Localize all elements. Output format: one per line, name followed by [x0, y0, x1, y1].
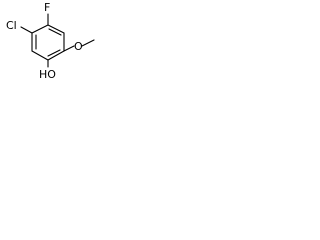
fluorine-label: F	[44, 1, 50, 14]
methoxy-oxygen-label: O	[74, 40, 83, 53]
hydroxyl-label: HO	[39, 68, 56, 81]
ring-bond-bottom-right	[47, 50, 65, 61]
chemical-structure-diagram: F Cl O HO	[6, 1, 95, 81]
ring-bond-bottom-left	[31, 50, 49, 61]
ring-bond-top-left	[31, 24, 49, 34]
bond-to-methoxy-oxygen	[63, 45, 75, 52]
ring-bond-top-right	[47, 24, 65, 34]
bond-methoxy-methyl	[81, 39, 95, 47]
bond-to-chlorine	[20, 26, 33, 34]
ring-double-bond-top	[48, 28, 62, 36]
chlorine-label: Cl	[6, 19, 17, 32]
ring-double-bond-bottom	[47, 49, 61, 57]
